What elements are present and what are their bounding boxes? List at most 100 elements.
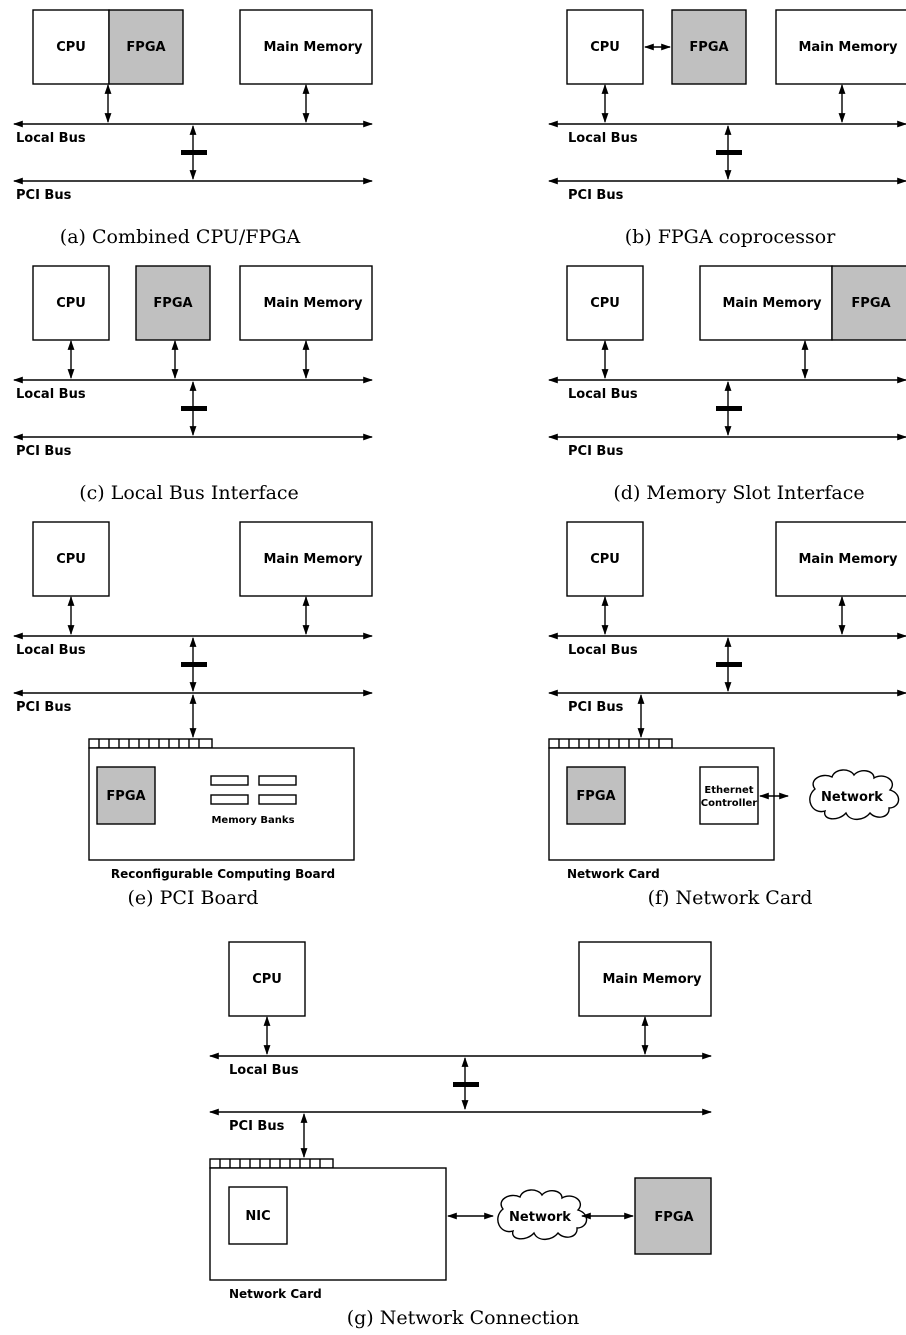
pci-bus-label: PCI Bus bbox=[16, 444, 72, 459]
panel-b: CPU FPGA Main Memory Local Bus PCI Bus (… bbox=[548, 9, 906, 248]
local-bus-label: Local Bus bbox=[568, 387, 638, 402]
main-memory-label: Main Memory bbox=[602, 972, 702, 987]
cpu-label: CPU bbox=[590, 296, 620, 311]
memory-banks-label: Memory Banks bbox=[211, 815, 294, 826]
fpga-label: FPGA bbox=[851, 296, 890, 311]
local-bus-label: Local Bus bbox=[568, 131, 638, 146]
fpga-box bbox=[566, 766, 626, 825]
bus-bridge bbox=[453, 1082, 479, 1087]
bus-bridge bbox=[181, 662, 207, 667]
cpu-box bbox=[566, 9, 644, 85]
pci-connector-strip bbox=[209, 1158, 334, 1169]
pci-bus-label: PCI Bus bbox=[568, 188, 624, 203]
cpu-box bbox=[566, 265, 644, 341]
fpga-label: FPGA bbox=[689, 40, 728, 55]
network-label: Network bbox=[821, 790, 883, 805]
fpga-box bbox=[96, 766, 156, 825]
panel-d: CPU Main Memory FPGA Local Bus PCI Bus (… bbox=[548, 265, 906, 504]
cpu-box bbox=[228, 941, 306, 1017]
fpga-label: FPGA bbox=[106, 789, 145, 804]
ethernet-label-line2: Controller bbox=[701, 798, 758, 809]
main-memory-label: Main Memory bbox=[263, 296, 363, 311]
pci-connector bbox=[88, 738, 213, 749]
bus-bridge bbox=[716, 150, 742, 155]
caption-f: (f) Network Card bbox=[648, 887, 813, 909]
caption-g: (g) Network Connection bbox=[347, 1307, 580, 1329]
cpu-label: CPU bbox=[590, 552, 620, 567]
fpga-box bbox=[135, 265, 211, 341]
panel-c: CPU FPGA Main Memory Local Bus PCI Bus (… bbox=[13, 265, 373, 504]
pci-bus-label: PCI Bus bbox=[568, 444, 624, 459]
cpu-box bbox=[32, 265, 110, 341]
caption-b: (b) FPGA coprocessor bbox=[625, 226, 837, 248]
memory-bank-1 bbox=[210, 775, 249, 786]
main-memory-box bbox=[239, 265, 373, 341]
cpu-box bbox=[566, 521, 644, 597]
fpga-label: FPGA bbox=[576, 789, 615, 804]
pci-bus-label: PCI Bus bbox=[229, 1119, 285, 1134]
cpu-label: CPU bbox=[56, 40, 86, 55]
fpga-label: FPGA bbox=[654, 1210, 693, 1225]
main-memory-box bbox=[239, 9, 373, 85]
main-memory-box bbox=[239, 521, 373, 597]
pci-connector-pins bbox=[219, 1159, 321, 1168]
network-card-label: Network Card bbox=[229, 1287, 322, 1301]
caption-e: (e) PCI Board bbox=[128, 887, 259, 909]
cpu-label: CPU bbox=[56, 552, 86, 567]
pci-connector-pins bbox=[98, 739, 200, 748]
main-memory-label: Main Memory bbox=[263, 552, 363, 567]
local-bus-label: Local Bus bbox=[16, 387, 86, 402]
pci-connector bbox=[548, 738, 673, 749]
fpga-box bbox=[108, 9, 184, 85]
main-memory-box bbox=[775, 9, 906, 85]
ethernet-label-line1: Ethernet bbox=[704, 785, 753, 796]
network-cloud bbox=[809, 769, 900, 821]
memory-bank-3 bbox=[210, 794, 249, 805]
cpu-box bbox=[32, 521, 110, 597]
cpu-label: CPU bbox=[56, 296, 86, 311]
main-memory-label: Main Memory bbox=[798, 40, 898, 55]
local-bus-label: Local Bus bbox=[568, 643, 638, 658]
panel-f: CPU Main Memory Local Bus PCI Bus FPGA E… bbox=[548, 521, 906, 909]
fpga-box bbox=[671, 9, 747, 85]
pci-connector bbox=[209, 1158, 334, 1169]
fpga-box bbox=[634, 1177, 712, 1255]
ethernet-controller-box bbox=[699, 766, 759, 825]
pci-connector-strip bbox=[548, 738, 673, 749]
panel-g: CPU Main Memory Local Bus PCI Bus NIC Ne… bbox=[209, 941, 712, 1329]
memory-bank-2 bbox=[258, 775, 297, 786]
nic-label: NIC bbox=[245, 1209, 270, 1224]
memory-bank-4 bbox=[258, 794, 297, 805]
local-bus-label: Local Bus bbox=[16, 131, 86, 146]
main-memory-box bbox=[775, 521, 906, 597]
fpga-box bbox=[831, 265, 906, 341]
nic-box bbox=[228, 1186, 288, 1245]
bus-bridge bbox=[716, 662, 742, 667]
bus-bridge bbox=[181, 406, 207, 411]
local-bus-label: Local Bus bbox=[229, 1063, 299, 1078]
board-label: Reconfigurable Computing Board bbox=[111, 867, 335, 881]
pci-connector-strip bbox=[88, 738, 213, 749]
main-memory-box bbox=[578, 941, 712, 1017]
main-memory-label: Main Memory bbox=[263, 40, 363, 55]
fpga-label: FPGA bbox=[126, 40, 165, 55]
panel-a: CPU FPGA Main Memory Local Bus PCI Bus (… bbox=[13, 9, 373, 248]
network-label: Network bbox=[509, 1210, 571, 1225]
caption-d: (d) Memory Slot Interface bbox=[613, 482, 864, 504]
main-memory-box bbox=[699, 265, 833, 341]
local-bus-label: Local Bus bbox=[16, 643, 86, 658]
pci-bus-label: PCI Bus bbox=[16, 188, 72, 203]
main-memory-label: Main Memory bbox=[798, 552, 898, 567]
pci-bus-label: PCI Bus bbox=[568, 700, 624, 715]
bus-bridge bbox=[181, 150, 207, 155]
panel-e: CPU Main Memory Local Bus PCI Bus FPGA M… bbox=[13, 521, 373, 909]
cpu-box bbox=[32, 9, 110, 85]
pci-connector-pins bbox=[558, 739, 660, 748]
cpu-label: CPU bbox=[252, 972, 282, 987]
fpga-label: FPGA bbox=[153, 296, 192, 311]
pci-bus-label: PCI Bus bbox=[16, 700, 72, 715]
network-cloud bbox=[497, 1189, 588, 1241]
main-memory-label: Main Memory bbox=[722, 296, 822, 311]
